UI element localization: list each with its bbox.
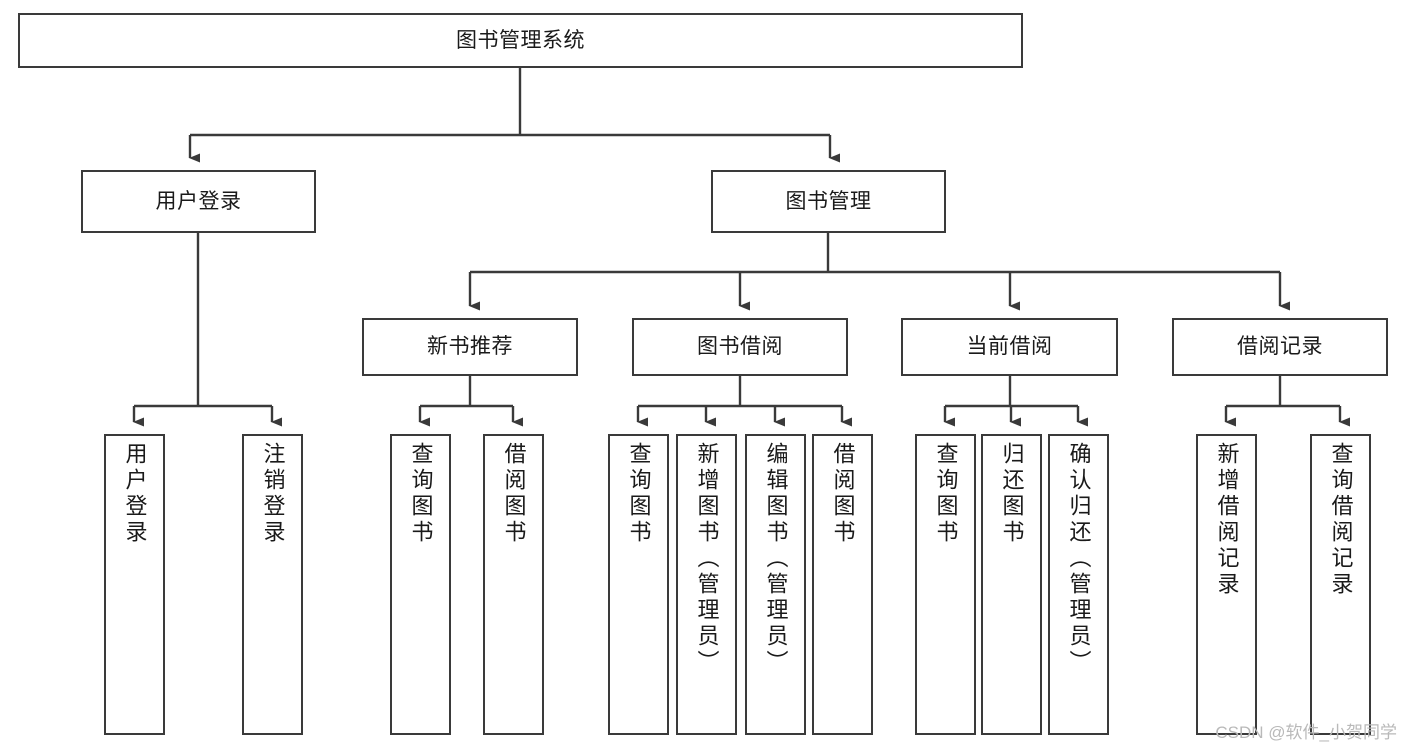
node-book-borrow[interactable]: 图书借阅 [632, 318, 848, 376]
leaf-new-book-borrow-book[interactable]: 借阅图书 [483, 434, 544, 735]
leaf-borrow-record-add-record[interactable]: 新增借阅记录 [1196, 434, 1257, 735]
node-label: 查询图书 [408, 442, 434, 546]
node-label: 新增借阅记录 [1214, 442, 1240, 598]
node-label: 查询图书 [933, 442, 959, 546]
leaf-current-borrow-confirm-return-admin[interactable]: 确认归还（管理员） [1048, 434, 1109, 735]
leaf-current-borrow-return-book[interactable]: 归还图书 [981, 434, 1042, 735]
node-label: 当前借阅 [966, 335, 1053, 359]
node-label: 借阅图书 [830, 442, 856, 546]
node-borrow-record[interactable]: 借阅记录 [1172, 318, 1388, 376]
node-label: 借阅图书 [501, 442, 527, 546]
node-label: 新书推荐 [427, 335, 513, 359]
node-root-library-system[interactable]: 图书管理系统 [18, 13, 1023, 68]
node-label: 编辑图书（管理员） [763, 442, 789, 676]
node-label: 新增图书（管理员） [694, 442, 720, 676]
node-label: 借阅记录 [1237, 335, 1323, 359]
node-label: 图书管理系统 [456, 28, 585, 52]
leaf-user-login-logout[interactable]: 注销登录 [242, 434, 303, 735]
leaf-book-borrow-borrow-book[interactable]: 借阅图书 [812, 434, 873, 735]
node-current-borrow[interactable]: 当前借阅 [901, 318, 1118, 376]
node-label: 归还图书 [999, 442, 1025, 546]
node-label: 用户登录 [155, 189, 242, 213]
node-label: 查询借阅记录 [1328, 442, 1354, 598]
node-label: 图书管理 [785, 189, 872, 213]
node-label: 注销登录 [260, 442, 286, 546]
leaf-book-borrow-add-book-admin[interactable]: 新增图书（管理员） [676, 434, 737, 735]
leaf-user-login-login[interactable]: 用户登录 [104, 434, 165, 735]
leaf-current-borrow-query-book[interactable]: 查询图书 [915, 434, 976, 735]
node-label: 图书借阅 [697, 335, 783, 359]
leaf-book-borrow-query-book[interactable]: 查询图书 [608, 434, 669, 735]
node-user-login[interactable]: 用户登录 [81, 170, 316, 233]
node-book-management[interactable]: 图书管理 [711, 170, 946, 233]
node-label: 查询图书 [626, 442, 652, 546]
node-new-book-recommend[interactable]: 新书推荐 [362, 318, 578, 376]
node-label: 确认归还（管理员） [1066, 442, 1092, 676]
node-label: 用户登录 [122, 442, 148, 546]
csdn-watermark: CSDN @软件_小贺同学 [1215, 723, 1397, 742]
leaf-new-book-query-book[interactable]: 查询图书 [390, 434, 451, 735]
leaf-book-borrow-edit-book-admin[interactable]: 编辑图书（管理员） [745, 434, 806, 735]
leaf-borrow-record-query-record[interactable]: 查询借阅记录 [1310, 434, 1371, 735]
